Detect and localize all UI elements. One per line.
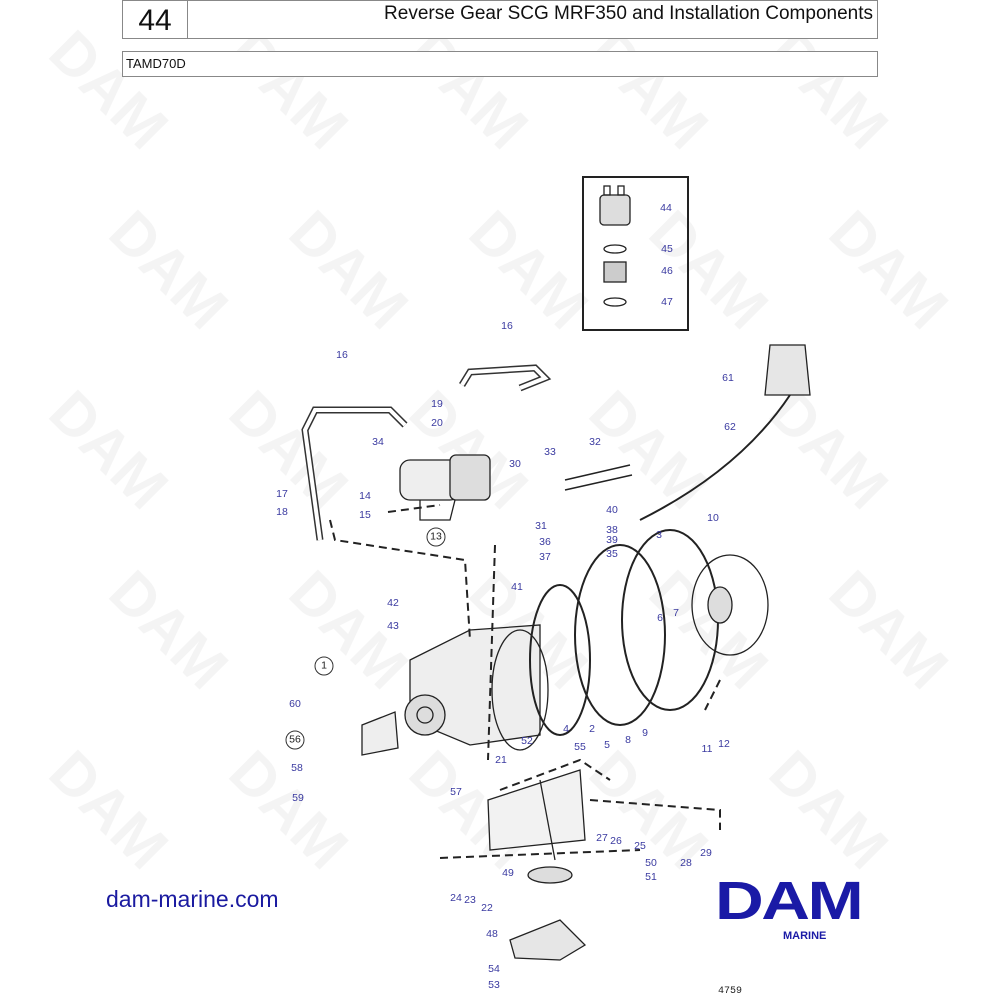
part-callout: 20 [431,417,443,429]
part-callout: 27 [596,832,608,844]
part-callout: 50 [645,857,657,869]
part-callout: 13 [426,527,446,547]
part-callout: 49 [502,867,514,879]
part-callout: 53 [488,979,500,991]
part-callout: 42 [387,597,399,609]
pipe-32 [564,464,633,491]
model-bar: TAMD70D [122,51,878,77]
part-callout: 40 [606,504,618,516]
part-callout: 23 [464,894,476,906]
part-callout: 33 [544,446,556,458]
part-callout: 11 [701,743,713,755]
part-callout: 35 [606,548,618,560]
part-callout: 36 [539,536,551,548]
flywheel-housing [529,529,719,736]
dashed-leaders [329,504,721,859]
part-callout: 62 [724,421,736,433]
mount-49 [509,866,587,961]
part-callout: 10 [707,512,719,524]
inset-box [582,176,689,331]
engine-model: TAMD70D [126,56,186,71]
page-title: Reverse Gear SCG MRF350 and Installation… [384,3,873,24]
part-callout: 44 [660,202,672,214]
part-callout: 6 [657,612,663,624]
cover-56 [361,711,399,756]
part-callout: 26 [610,835,622,847]
dam-logo: DAM [715,871,864,931]
part-callout: 22 [481,902,493,914]
part-callout: 1 [314,656,334,676]
part-callout: 61 [722,372,734,384]
part-callout: 4 [563,723,569,735]
part-callout: 8 [625,734,631,746]
control-61 [764,344,811,396]
bracket-21 [487,769,586,861]
part-callout: 18 [276,506,288,518]
part-callout: 17 [276,488,288,500]
pump [399,454,491,521]
part-callout: 30 [509,458,521,470]
part-callout: 56 [285,730,305,750]
part-callout: 25 [634,840,646,852]
part-callout: 21 [495,754,507,766]
part-callout: 39 [606,534,618,546]
hoses [301,364,552,541]
page-number: 44 [123,1,188,38]
part-callout: 32 [589,436,601,448]
figure-number: 4759 [718,986,743,997]
part-callout: 60 [289,698,301,710]
part-callout: 58 [291,762,303,774]
reverse-gear-housing [404,624,549,751]
part-callout: 43 [387,620,399,632]
part-callout: 3 [656,529,662,541]
part-callout: 28 [680,857,692,869]
part-callout: 16 [336,349,348,361]
part-callout: 47 [661,296,673,308]
part-callout: 38 [606,524,618,536]
part-callout: 46 [661,265,673,277]
part-callout: 12 [718,738,730,750]
part-callout: 51 [645,871,657,883]
part-callout: 29 [700,847,712,859]
part-callout: 48 [486,928,498,940]
part-callout: 45 [661,243,673,255]
part-callout: 9 [642,727,648,739]
part-callout: 59 [292,792,304,804]
part-callout: 34 [372,436,384,448]
part-callout: 37 [539,551,551,563]
damper-plate [691,554,769,656]
part-callout: 5 [604,739,610,751]
part-callout: 19 [431,398,443,410]
cable-62 [639,394,791,521]
part-callout: 2 [589,723,595,735]
part-callout: 55 [574,741,586,753]
part-callout: 16 [501,320,513,332]
part-callout: 57 [450,786,462,798]
part-callout: 15 [359,509,371,521]
part-callout: 54 [488,963,500,975]
part-callout: 31 [535,520,547,532]
logo-subtext: MARINE [783,930,827,942]
website-link[interactable]: dam-marine.com [106,886,279,912]
part-callout: 7 [673,607,679,619]
part-callout: 41 [511,581,523,593]
part-callout: 24 [450,892,462,904]
sender-inset [599,185,631,307]
part-callout: 52 [521,735,533,747]
header-bar: 44 Reverse Gear SCG MRF350 and Installat… [122,0,878,39]
part-callout: 14 [359,490,371,502]
